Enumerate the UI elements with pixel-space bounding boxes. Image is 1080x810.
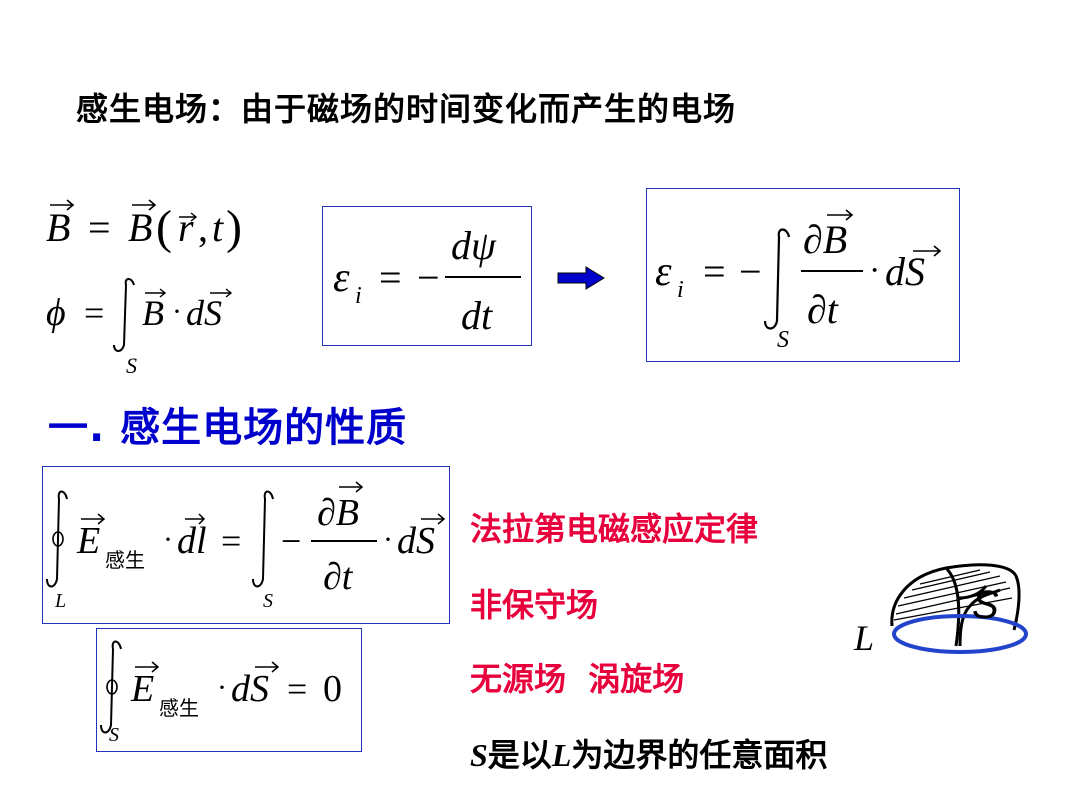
svg-text:=: = [703,249,726,294]
page-title: 感生电场：由于磁场的时间变化而产生的电场 [76,90,737,128]
svg-text:ε: ε [333,255,350,301]
svg-text:∂t: ∂t [807,287,839,332]
gauss-law-box: S E 感生 · dS = 0 [96,628,362,752]
emf-integral-formula: ε i = − S ∂B ∂t · dS [655,209,942,353]
svg-text:dS: dS [186,293,222,333]
svg-text:S: S [109,724,119,746]
svg-text:): ) [226,201,242,254]
svg-text:·: · [217,671,227,704]
svg-text:E: E [130,668,154,710]
faraday-law-box: L E 感生 · dl = S − ∂B ∂t · dS [42,466,450,624]
svg-text:感生: 感生 [159,696,199,720]
gauss-law-formula: S E 感生 · dS = 0 [100,640,342,746]
svg-text:B: B [128,205,152,250]
svg-text:−: − [281,521,301,561]
svg-text:=: = [221,521,241,561]
svg-text:dS: dS [231,668,269,710]
emf-integral-box: ε i = − S ∂B ∂t · dS [646,188,960,362]
right-arrow-icon [557,266,605,290]
svg-text:∂t: ∂t [323,556,354,598]
svg-text:dS: dS [397,520,435,562]
svg-text:∂B: ∂B [317,492,359,534]
flux-definition-formula: B = B ( r , t ) ϕ = B · dS S [46,199,242,378]
svg-text:r: r [178,205,194,250]
svg-text:·: · [163,523,173,556]
svg-text:dS: dS [885,249,925,294]
svg-text:S: S [777,327,789,353]
svg-text:ε: ε [655,249,672,295]
svg-text:B: B [46,205,70,250]
svg-text:·: · [383,523,393,556]
svg-text:−: − [417,255,440,300]
svg-text:dl: dl [177,520,207,562]
svg-text:dt: dt [461,293,493,338]
svg-text:·: · [869,252,880,289]
svg-text:i: i [677,277,684,303]
svg-text:0: 0 [323,668,342,710]
svg-text:(: ( [156,201,172,254]
property-sourceless-vortex: 无源场 涡旋场 [470,660,685,698]
faraday-law-formula: L E 感生 · dl = S − ∂B ∂t · dS [46,481,446,612]
svg-text:S: S [972,583,999,627]
svg-text:S: S [263,590,273,612]
surface-subscript: S [126,353,137,378]
svg-text:ϕ: ϕ [46,292,66,334]
svg-text:L: L [54,590,66,612]
svg-text:=: = [379,255,402,300]
svg-text:B: B [142,293,164,333]
svg-text:t: t [212,205,224,250]
svg-text:L: L [853,618,874,658]
loop-symbol: L [551,737,572,773]
svg-text:dψ: dψ [451,223,497,268]
svg-text:∂B: ∂B [803,217,847,262]
surface-loop-diagram: S L [853,563,1028,658]
svg-text:=: = [88,205,111,250]
surface-definition-note: S是以L为边界的任意面积 [470,736,828,774]
section-heading: 一. 感生电场的性质 [48,405,408,451]
property-faraday-law: 法拉第电磁感应定律 [470,510,759,548]
property-nonconservative: 非保守场 [470,586,599,624]
svg-text:i: i [355,283,362,309]
induced-subscript: 感生 [105,548,145,572]
svg-text:=: = [84,293,104,333]
svg-text:E: E [76,520,100,562]
emf-formula: ε i = − dψ dt [333,223,521,338]
surface-symbol: S [470,737,488,773]
svg-text:=: = [287,669,307,709]
emf-formula-box: ε i = − dψ dt [322,206,532,346]
svg-text:·: · [172,295,182,328]
svg-text:−: − [739,249,762,294]
svg-text:,: , [198,205,208,250]
